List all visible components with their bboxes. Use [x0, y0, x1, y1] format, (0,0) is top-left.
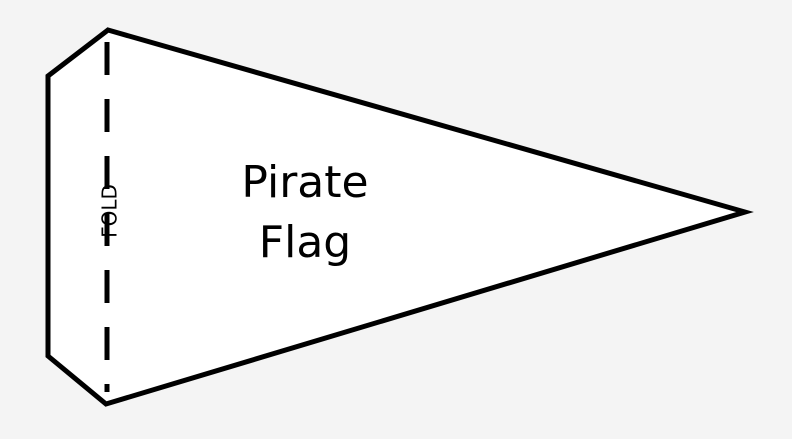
- title-line-2: Flag: [259, 217, 351, 268]
- pennant-outline: [45, 27, 754, 407]
- title-line-1: Pirate: [241, 157, 368, 208]
- fold-label: FOLD: [98, 184, 122, 238]
